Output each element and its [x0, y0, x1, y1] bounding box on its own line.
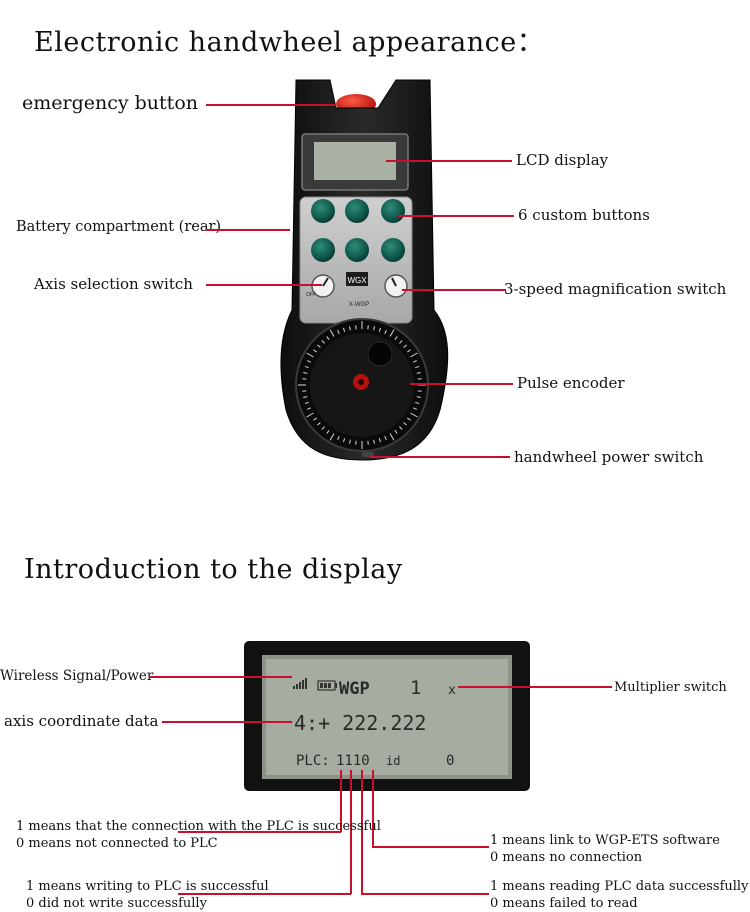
note-ets-link: 1 means link to WGP-ETS software 0 means… — [490, 832, 720, 866]
lcd-axis-coordinate: 4:+ 222.222 — [294, 711, 426, 735]
leader-bit3-horizontal — [361, 893, 489, 895]
note-plc-connection-0: 0 means not connected to PLC — [16, 835, 381, 852]
note-read-plc-1: 1 means reading PLC data successfully — [490, 878, 748, 895]
label-axis-selection: Axis selection switch — [34, 275, 193, 293]
custom-button-6 — [381, 238, 405, 262]
brand-badge: WGX — [347, 276, 367, 285]
model-text: X-WGP — [349, 302, 369, 308]
leader-bit4-horizontal — [372, 846, 489, 848]
leader-axis-selection — [206, 284, 322, 286]
note-write-plc-0: 0 did not write successfully — [26, 895, 269, 912]
note-read-plc-0: 0 means failed to read — [490, 895, 748, 912]
label-custom-buttons: 6 custom buttons — [518, 206, 650, 224]
label-power-switch: handwheel power switch — [514, 448, 703, 466]
note-write-plc: 1 means writing to PLC is successful 0 d… — [26, 878, 269, 912]
lcd-multiplier-unit: x — [448, 683, 456, 698]
leader-lcd — [386, 160, 512, 162]
section1-title: Electronic handwheel appearance： — [34, 20, 544, 59]
leader-speed-switch — [402, 289, 506, 291]
leader-custom-buttons — [398, 215, 514, 217]
note-ets-link-1: 1 means link to WGP-ETS software — [490, 832, 720, 849]
custom-button-5 — [345, 238, 369, 262]
label-lcd-display: LCD display — [516, 151, 608, 169]
encoder-finger-hole — [368, 342, 392, 366]
label-axis-coordinate: axis coordinate data — [4, 712, 159, 730]
label-speed-switch: 3-speed magnification switch — [504, 280, 726, 298]
lcd-multiplier-value: 1 — [410, 677, 421, 699]
lcd-plc-prefix: PLC: — [296, 753, 330, 769]
lcd-id: id — [386, 754, 400, 768]
leader-emergency — [206, 104, 336, 106]
lcd-plc-bits: 1110 — [336, 753, 370, 769]
lcd-display-large: WGP 1 x 4:+ 222.222 PLC: 1110 id 0 — [244, 641, 530, 791]
note-plc-connection: 1 means that the connection with the PLC… — [16, 818, 381, 852]
note-ets-link-0: 0 means no connection — [490, 849, 720, 866]
section2-title: Introduction to the display — [24, 554, 403, 585]
off-text: OFF — [306, 292, 316, 298]
label-wireless-signal: Wireless Signal/Power — [0, 668, 153, 685]
leader-power-switch — [370, 456, 510, 458]
lcd-id-value: 0 — [446, 753, 454, 769]
leader-pulse-encoder — [410, 383, 513, 385]
leader-axis-coordinate — [162, 721, 292, 723]
custom-button-3 — [381, 199, 405, 223]
custom-button-4 — [311, 238, 335, 262]
custom-button-1 — [311, 199, 335, 223]
note-write-plc-1: 1 means writing to PLC is successful — [26, 878, 269, 895]
lcd-screen-small — [314, 142, 396, 180]
note-plc-connection-1: 1 means that the connection with the PLC… — [16, 818, 381, 835]
leader-wireless — [150, 676, 292, 678]
label-pulse-encoder: Pulse encoder — [517, 374, 625, 392]
custom-button-2 — [345, 199, 369, 223]
handwheel-device: WGX X-WGP OFF — [281, 80, 448, 460]
lcd-brand: WGP — [339, 679, 370, 699]
leader-battery — [206, 229, 290, 231]
label-emergency-button: emergency button — [22, 92, 198, 114]
leader-multiplier — [458, 686, 612, 688]
note-read-plc: 1 means reading PLC data successfully 0 … — [490, 878, 748, 912]
label-multiplier-switch: Multiplier switch — [614, 679, 727, 696]
label-battery-compartment: Battery compartment (rear) — [16, 219, 221, 235]
